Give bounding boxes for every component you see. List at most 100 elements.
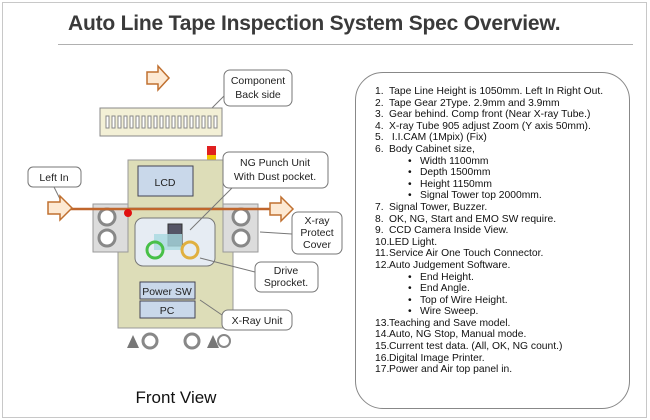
right-out-arrow bbox=[269, 195, 295, 223]
xray-unit-leader-line bbox=[199, 299, 223, 316]
bullet-icon: • bbox=[408, 167, 412, 179]
spec-item-text: Service Air One Touch Connector. bbox=[389, 248, 544, 260]
xray-cover-label-1: X-ray bbox=[304, 215, 330, 227]
power-sw-label: Power SW bbox=[142, 286, 192, 298]
lcd-label: LCD bbox=[154, 177, 175, 189]
ng-punch-label-2: With Dust pocket. bbox=[234, 171, 316, 183]
spec-item-text: Body Cabinet size, bbox=[389, 143, 475, 155]
spec-item-number: 6. bbox=[375, 143, 384, 155]
spec-item-number: 11. bbox=[375, 248, 389, 260]
spec-item-number: 3. bbox=[375, 109, 384, 121]
spec-item: 5. I.I.CAM (1Mpix) (Fix) bbox=[375, 132, 603, 144]
right-reel-bottom bbox=[231, 228, 251, 248]
component-back-callout-box bbox=[223, 69, 293, 107]
front-view-caption: Front View bbox=[136, 388, 218, 407]
spec-item-number: 2. bbox=[375, 97, 384, 109]
bullet-icon: • bbox=[408, 190, 412, 202]
drive-sprocket-label-2: Sprocket. bbox=[264, 277, 308, 289]
pc-label: PC bbox=[160, 305, 175, 317]
spec-item-number: 14. bbox=[375, 329, 390, 341]
spec-item: 12.Auto Judgement Software. bbox=[375, 260, 603, 272]
wheel-left-2 bbox=[183, 332, 201, 350]
xray-cover-leader-line bbox=[259, 231, 293, 235]
power-sw-panel bbox=[139, 281, 196, 300]
spec-subitem: • End Angle. bbox=[375, 283, 603, 295]
spec-item: 8.OK, NG, Start and EMO SW require. bbox=[375, 214, 603, 226]
spec-item-text: OK, NG, Start and EMO SW require. bbox=[389, 213, 557, 225]
wheel-right bbox=[217, 334, 231, 348]
spec-item-text: X-ray Tube 905 adjust Zoom (Y axis 50mm)… bbox=[389, 120, 591, 132]
spec-subitem: •Signal Tower top 2000mm. bbox=[375, 190, 603, 202]
spec-item: 14.Auto, NG Stop, Manual mode. bbox=[375, 329, 603, 341]
bullet-icon: • bbox=[408, 271, 412, 283]
spec-subitem: • Depth 1500mm bbox=[375, 167, 603, 179]
spec-subitem: •Wire Sweep. bbox=[375, 306, 603, 318]
pc-panel bbox=[139, 300, 196, 319]
xray-cover-label-3: Cover bbox=[303, 239, 332, 251]
spec-item: 1. Tape Line Height is 1050mm. Left In Ri… bbox=[375, 86, 603, 98]
drive-sprocket-yellow bbox=[180, 240, 200, 260]
drive-sprocket-leader-line bbox=[199, 257, 256, 273]
spec-item-number: 16. bbox=[375, 352, 390, 364]
bullet-icon: • bbox=[408, 283, 412, 295]
spec-subitem-text: Top of Wire Height. bbox=[420, 294, 508, 306]
spec-item: 10.LED Light. bbox=[375, 237, 603, 249]
ng-punch-leader-line bbox=[189, 187, 233, 231]
spec-item-text: Signal Tower, Buzzer. bbox=[389, 201, 488, 213]
spec-item-text: Tape Line Height is 1050mm. Left In Righ… bbox=[389, 86, 604, 97]
ng-punch-label-1: NG Punch Unit bbox=[240, 157, 310, 169]
spec-list: 1. Tape Line Height is 1050mm. Left In Ri… bbox=[375, 86, 603, 376]
spec-item: 7.Signal Tower, Buzzer. bbox=[375, 202, 603, 214]
ng-punch-callout-box bbox=[222, 151, 329, 189]
left-reel-top bbox=[97, 207, 117, 227]
xray-cover-callout-box bbox=[291, 211, 343, 255]
wheel-left-1 bbox=[141, 332, 159, 350]
spec-item: 6. Body Cabinet size, bbox=[375, 144, 603, 156]
spec-item-number: 1. bbox=[375, 86, 384, 97]
spec-item-number: 10. bbox=[375, 236, 390, 248]
spec-item: 13.Teaching and Save model. bbox=[375, 318, 603, 330]
spec-item-text: Digital Image Printer. bbox=[389, 352, 485, 364]
bullet-icon: • bbox=[408, 294, 412, 306]
spec-item: 17.Power and Air top panel in. bbox=[375, 364, 603, 376]
bullet-icon: • bbox=[408, 178, 412, 190]
title-divider bbox=[58, 44, 633, 45]
component-back-label-2: Back side bbox=[235, 89, 281, 101]
spec-subitem: • Top of Wire Height. bbox=[375, 295, 603, 307]
foot-right bbox=[207, 335, 219, 348]
right-reel-top bbox=[231, 207, 251, 227]
spec-item-number: 12. bbox=[375, 259, 390, 271]
spec-subitem-text: Width 1100mm bbox=[420, 155, 489, 167]
foot-left bbox=[127, 335, 139, 348]
spec-item: 16.Digital Image Printer. bbox=[375, 353, 603, 365]
component-back-label-1: Component bbox=[231, 75, 285, 87]
spec-item-text: Auto, NG Stop, Manual mode. bbox=[389, 329, 527, 341]
xray-cover-label-2: Protect bbox=[300, 227, 333, 239]
spec-subitem-text: Wire Sweep. bbox=[420, 306, 479, 318]
component-strip bbox=[99, 107, 223, 137]
spec-item-number: 4. bbox=[375, 120, 384, 132]
spec-subitem: • Width 1100mm bbox=[375, 156, 603, 168]
spec-item-number: 17. bbox=[375, 364, 390, 376]
spec-item: 9.CCD Camera Inside View. bbox=[375, 225, 603, 237]
spec-panel bbox=[355, 72, 630, 409]
spec-item-number: 13. bbox=[375, 317, 390, 329]
left-reel-bottom bbox=[97, 228, 117, 248]
lcd-screen bbox=[137, 165, 194, 197]
spec-item-text: Gear behind. Comp front (Near X-ray Tube… bbox=[389, 109, 591, 121]
spec-item-text: Teaching and Save model. bbox=[389, 317, 511, 329]
spec-item-text: Tape Gear 2Type. 2.9mm and 3.9mm bbox=[389, 97, 560, 109]
spec-subitem-text: Depth 1500mm bbox=[420, 167, 491, 179]
left-in-label: Left In bbox=[39, 172, 68, 184]
page-title: Auto Line Tape Inspection System Spec Ov… bbox=[68, 12, 561, 35]
spec-item: 4. X-ray Tube 905 adjust Zoom (Y axis 50m… bbox=[375, 121, 603, 133]
emo-indicator bbox=[124, 209, 132, 217]
bullet-icon: • bbox=[408, 155, 412, 167]
drive-sprocket-callout-box bbox=[254, 261, 319, 293]
spec-item-text: CCD Camera Inside View. bbox=[389, 225, 509, 237]
left-in-leader-line bbox=[53, 186, 61, 200]
spec-subitem-text: End Height. bbox=[420, 271, 474, 283]
spec-subitem-text: End Angle. bbox=[420, 283, 470, 295]
spec-item-text: Power and Air top panel in. bbox=[389, 364, 513, 376]
